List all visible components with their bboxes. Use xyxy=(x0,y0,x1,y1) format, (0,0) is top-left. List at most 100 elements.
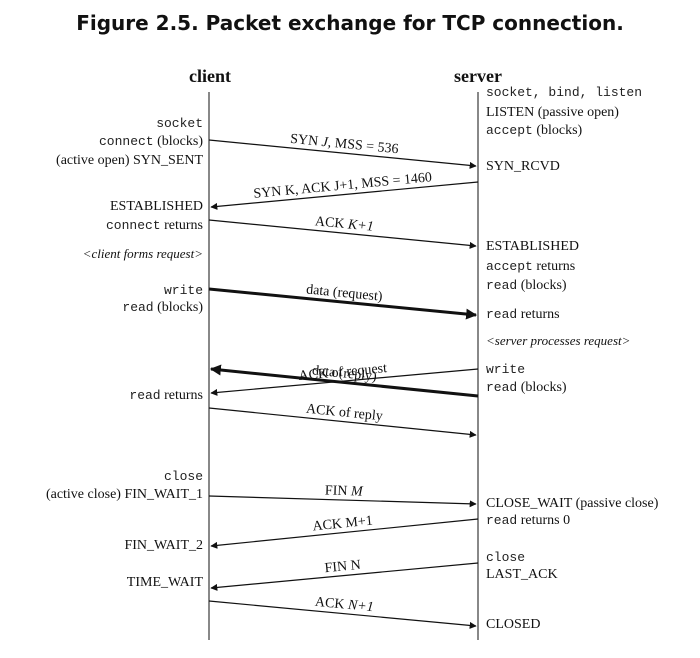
note-text-part: close xyxy=(486,550,525,565)
figure-title: Figure 2.5. Packet exchange for TCP conn… xyxy=(76,11,624,35)
label-text-part: data (request) xyxy=(305,282,383,304)
note-text-part: ESTABLISHED xyxy=(110,199,203,214)
note-text-part: (active open) SYN_SENT xyxy=(56,153,203,168)
arrow-fin-m xyxy=(208,495,477,508)
note-text-part: CLOSED xyxy=(486,617,540,632)
client-note-c-connect: connect (blocks) xyxy=(99,134,203,149)
note-text-part: write xyxy=(486,362,525,377)
server-note-s-syn-rcvd: SYN_RCVD xyxy=(486,159,560,174)
note-text-part: read xyxy=(486,513,517,528)
label-fin-m: FIN M xyxy=(325,483,364,499)
label-text-part: ACK xyxy=(314,214,348,232)
note-text-part: connect xyxy=(106,218,161,233)
note-text-part: (blocks) xyxy=(517,380,567,395)
client-header: client xyxy=(189,66,231,86)
arrow-ack-of-reply xyxy=(208,407,477,438)
label-text-part: ACK M+1 xyxy=(312,514,374,535)
label-text-part: N+1 xyxy=(346,598,374,615)
label-data-request: data (request) xyxy=(305,282,383,304)
label-text-part: , MSS = 536 xyxy=(327,135,399,157)
note-text-part: returns xyxy=(161,218,203,233)
client-note-c-forms-request: <client forms request> xyxy=(83,246,203,261)
note-text-part: returns xyxy=(161,388,203,403)
label-text-part: SYN xyxy=(290,132,323,150)
note-text-part: accept xyxy=(486,259,533,274)
note-text-part: close xyxy=(164,469,203,484)
note-text-part: read xyxy=(486,380,517,395)
note-text-part: LAST_ACK xyxy=(486,567,558,582)
arrow-syn-k-ack xyxy=(210,181,479,210)
note-text-part: FIN_WAIT_2 xyxy=(124,538,203,553)
note-text-part: read xyxy=(486,307,517,322)
label-text-part: FIN xyxy=(325,483,351,499)
note-text-part: (blocks) xyxy=(154,134,204,149)
client-note-c-connect-returns: connect returns xyxy=(106,218,203,233)
server-note-s-listen: LISTEN (passive open) xyxy=(486,105,619,120)
note-text-part: socket xyxy=(156,116,203,131)
client-note-c-write: write xyxy=(164,283,203,298)
note-text-part: LISTEN (passive open) xyxy=(486,105,619,120)
note-text-part: SYN_RCVD xyxy=(486,159,560,174)
note-text-part: socket, bind, listen xyxy=(486,85,642,100)
label-text-part: SYN K, ACK J+1, MSS = 1460 xyxy=(253,170,433,202)
arrow-data-reply xyxy=(209,364,479,398)
arrow-fin-n xyxy=(210,562,479,591)
label-ack-n1: ACK N+1 xyxy=(314,595,374,615)
server-note-s-processes-request: <server processes request> xyxy=(486,333,630,348)
server-note-s-read-blocks: read (blocks) xyxy=(486,278,567,293)
label-text-part: ACK of reply xyxy=(305,402,383,425)
note-text-part: (active close) FIN_WAIT_1 xyxy=(46,487,203,502)
label-fin-n: FIN N xyxy=(324,558,361,576)
note-text-part: write xyxy=(164,283,203,298)
note-text-part: <server processes request> xyxy=(486,333,630,348)
arrow-syn-j xyxy=(208,139,477,169)
note-text-part: (blocks) xyxy=(533,123,583,138)
label-text-part: M xyxy=(350,484,364,499)
client-note-c-close: close xyxy=(164,469,203,484)
arrow-data-request xyxy=(208,287,478,320)
label-syn-j: SYN J, MSS = 536 xyxy=(290,132,400,157)
server-header: server xyxy=(454,66,502,86)
note-text-part: read xyxy=(122,300,153,315)
label-text-part: FIN N xyxy=(324,558,361,576)
note-text-part: returns 0 xyxy=(517,513,570,528)
client-note-c-active-open: (active open) SYN_SENT xyxy=(56,153,203,168)
client-note-c-fin-wait-2: FIN_WAIT_2 xyxy=(124,538,203,553)
server-note-s-close: close xyxy=(486,550,525,565)
note-text-part: connect xyxy=(99,134,154,149)
note-text-part: TIME_WAIT xyxy=(127,575,204,590)
arrow-ack-n1 xyxy=(208,600,477,629)
server-note-s-read-returns-0: read returns 0 xyxy=(486,513,570,528)
server-note-s-established: ESTABLISHED xyxy=(486,239,579,254)
label-ack-of-reply: ACK of reply xyxy=(305,402,383,425)
note-text-part: ESTABLISHED xyxy=(486,239,579,254)
arrow-ack-k1 xyxy=(208,219,477,249)
note-text-part: <client forms request> xyxy=(83,246,203,261)
note-text-part: accept xyxy=(486,123,533,138)
server-note-s-accept-blocks: accept (blocks) xyxy=(486,123,583,138)
server-note-s-accept-returns: accept returns xyxy=(486,259,575,274)
client-note-c-time-wait: TIME_WAIT xyxy=(127,575,204,590)
note-text-part: read xyxy=(486,278,517,293)
note-text-part: read xyxy=(129,388,160,403)
label-ack-m1: ACK M+1 xyxy=(312,514,374,535)
server-note-s-write: write xyxy=(486,362,525,377)
label-ack-k1: ACK K+1 xyxy=(314,214,374,235)
note-text-part: returns xyxy=(533,259,575,274)
server-note-s-close-wait: CLOSE_WAIT (passive close) xyxy=(486,496,659,511)
client-note-c-read-blocks: read (blocks) xyxy=(122,300,203,315)
note-text-part: returns xyxy=(517,307,559,322)
arrow-ack-of-request xyxy=(210,368,479,396)
arrow-ack-m1 xyxy=(210,518,479,549)
note-text-part: CLOSE_WAIT (passive close) xyxy=(486,496,659,511)
client-note-c-read-returns: read returns xyxy=(129,388,203,403)
label-text-part: J xyxy=(321,135,329,151)
server-note-s-read-returns: read returns xyxy=(486,307,560,322)
label-text-part: ACK xyxy=(314,595,348,613)
server-note-s-read-blocks-2: read (blocks) xyxy=(486,380,567,395)
server-note-s-closed: CLOSED xyxy=(486,617,540,632)
